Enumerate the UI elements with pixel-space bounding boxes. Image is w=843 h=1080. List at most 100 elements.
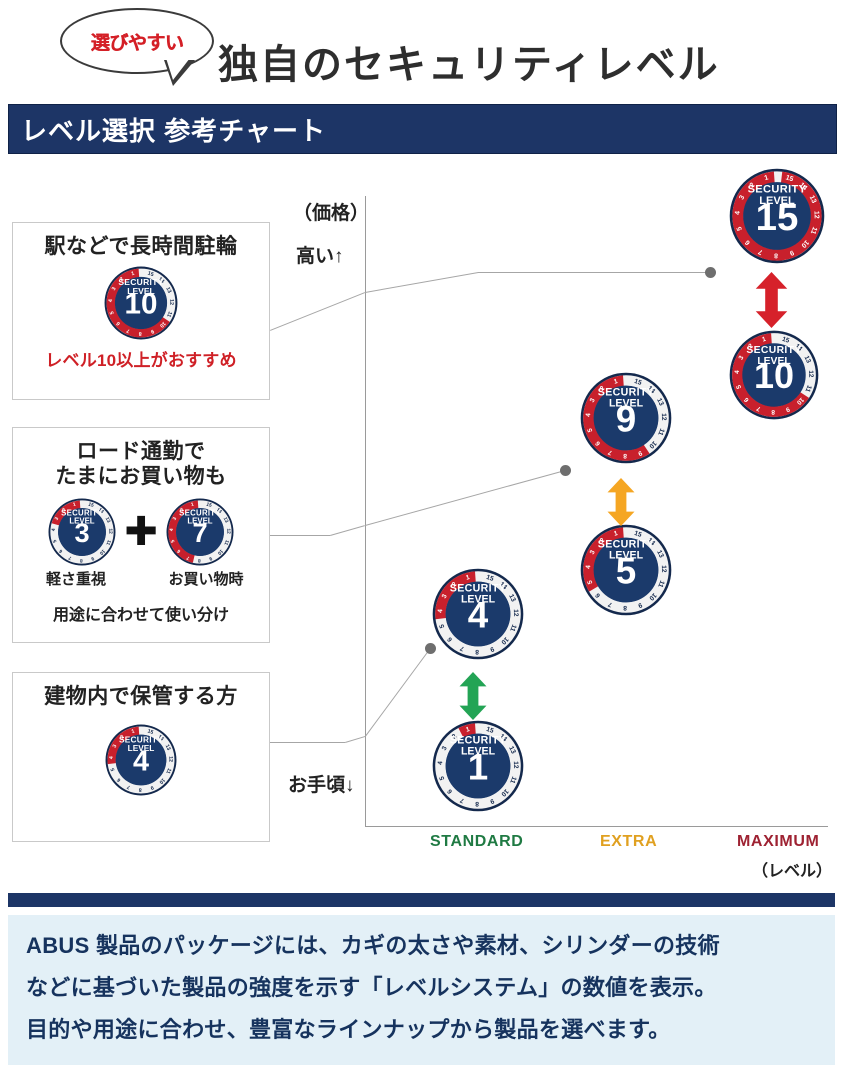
svg-text:11: 11 <box>165 310 173 317</box>
svg-text:9: 9 <box>90 554 95 561</box>
svg-text:LEVEL: LEVEL <box>128 744 155 753</box>
svg-text:1: 1 <box>613 378 619 386</box>
svg-text:2: 2 <box>599 385 607 393</box>
svg-text:14: 14 <box>793 343 803 353</box>
svg-text:14: 14 <box>214 506 222 514</box>
svg-text:15: 15 <box>485 574 494 583</box>
svg-text:1: 1 <box>465 726 471 734</box>
svg-text:13: 13 <box>808 194 818 204</box>
connector-segment <box>330 525 366 536</box>
svg-text:12: 12 <box>107 528 113 534</box>
svg-text:15: 15 <box>633 530 642 539</box>
svg-text:11: 11 <box>222 538 230 545</box>
x-axis-label: （レベル） <box>752 863 833 880</box>
svg-text:5: 5 <box>109 310 116 315</box>
svg-text:1: 1 <box>613 530 619 538</box>
svg-text:6: 6 <box>175 547 181 553</box>
svg-text:2: 2 <box>599 537 607 545</box>
svg-text:9: 9 <box>489 645 495 653</box>
svg-text:10: 10 <box>499 787 509 797</box>
svg-text:14: 14 <box>97 506 105 514</box>
svg-text:6: 6 <box>115 320 121 326</box>
connector-segment <box>270 292 366 331</box>
svg-text:5: 5 <box>170 538 177 543</box>
svg-text:11: 11 <box>164 767 172 774</box>
svg-text:7: 7 <box>68 554 73 561</box>
svg-text:5: 5 <box>438 623 446 629</box>
badge-caption-shopping: お買い物時 <box>168 570 244 588</box>
svg-text:3: 3 <box>738 194 746 201</box>
svg-text:3: 3 <box>111 286 118 291</box>
svg-text:12: 12 <box>660 413 667 421</box>
svg-text:2: 2 <box>62 506 68 513</box>
chart-y-axis <box>365 196 366 826</box>
svg-text:12: 12 <box>512 761 519 769</box>
y-axis-label: （価格） <box>293 203 370 224</box>
footer-divider-bar <box>8 893 835 907</box>
svg-text:3: 3 <box>738 354 746 361</box>
speech-bubble-label: 選びやすい <box>90 32 184 54</box>
svg-text:14: 14 <box>798 182 809 192</box>
svg-text:11: 11 <box>803 384 812 393</box>
connector-endpoint-dot <box>560 465 571 476</box>
svg-text:8: 8 <box>475 800 479 807</box>
svg-text:5: 5 <box>438 775 446 781</box>
page-title: 独自のセキュリティレベル <box>218 43 720 87</box>
svg-text:15: 15 <box>88 501 95 508</box>
svg-text:4: 4 <box>734 211 741 216</box>
svg-text:5: 5 <box>110 767 117 772</box>
svg-text:9: 9 <box>150 327 155 334</box>
svg-text:SECURITY: SECURITY <box>61 508 103 517</box>
info-box-title: 駅などで長時間駐輪 <box>44 235 238 258</box>
svg-text:LEVEL: LEVEL <box>70 516 95 525</box>
svg-text:10: 10 <box>754 355 794 396</box>
svg-text:3: 3 <box>441 593 449 600</box>
footer-line-2: などに基づいた製品の強度を示す「レベルシステム」の数値を表示。 <box>26 975 717 1000</box>
svg-text:3: 3 <box>589 397 597 404</box>
svg-text:LEVEL: LEVEL <box>187 516 212 525</box>
svg-text:5: 5 <box>616 550 636 591</box>
svg-text:10: 10 <box>158 776 166 784</box>
svg-text:12: 12 <box>167 756 173 762</box>
svg-text:9: 9 <box>489 797 495 805</box>
svg-text:7: 7 <box>192 516 207 547</box>
svg-text:14: 14 <box>646 385 656 395</box>
svg-text:15: 15 <box>756 196 799 239</box>
svg-text:4: 4 <box>133 745 149 777</box>
svg-text:SECURITY: SECURITY <box>598 386 654 398</box>
svg-text:9: 9 <box>637 449 643 457</box>
speech-bubble: 選びやすい <box>60 8 220 90</box>
svg-text:7: 7 <box>126 327 131 334</box>
svg-text:1: 1 <box>764 174 770 182</box>
svg-text:4: 4 <box>437 609 444 614</box>
svg-text:11: 11 <box>809 226 818 236</box>
svg-text:10: 10 <box>647 439 657 449</box>
svg-text:7: 7 <box>185 554 190 561</box>
svg-text:1: 1 <box>73 501 78 508</box>
svg-text:6: 6 <box>116 776 122 782</box>
svg-text:LEVEL: LEVEL <box>127 286 154 296</box>
svg-text:13: 13 <box>655 397 665 407</box>
info-box-title: ロード通勤でたまにお買い物も <box>55 440 227 488</box>
svg-text:4: 4 <box>585 413 592 418</box>
svg-text:7: 7 <box>459 644 466 652</box>
speech-bubble-tail-fill <box>166 58 190 80</box>
svg-text:11: 11 <box>656 579 665 588</box>
svg-text:4: 4 <box>734 370 741 375</box>
svg-text:15: 15 <box>781 336 790 345</box>
y-axis-low-label: お手頃↓ <box>288 775 355 796</box>
info-box-recommendation: レベル10以上がおすすめ <box>45 350 237 370</box>
arrow-extra <box>606 478 636 531</box>
svg-text:13: 13 <box>164 286 172 294</box>
svg-text:9: 9 <box>637 601 643 609</box>
